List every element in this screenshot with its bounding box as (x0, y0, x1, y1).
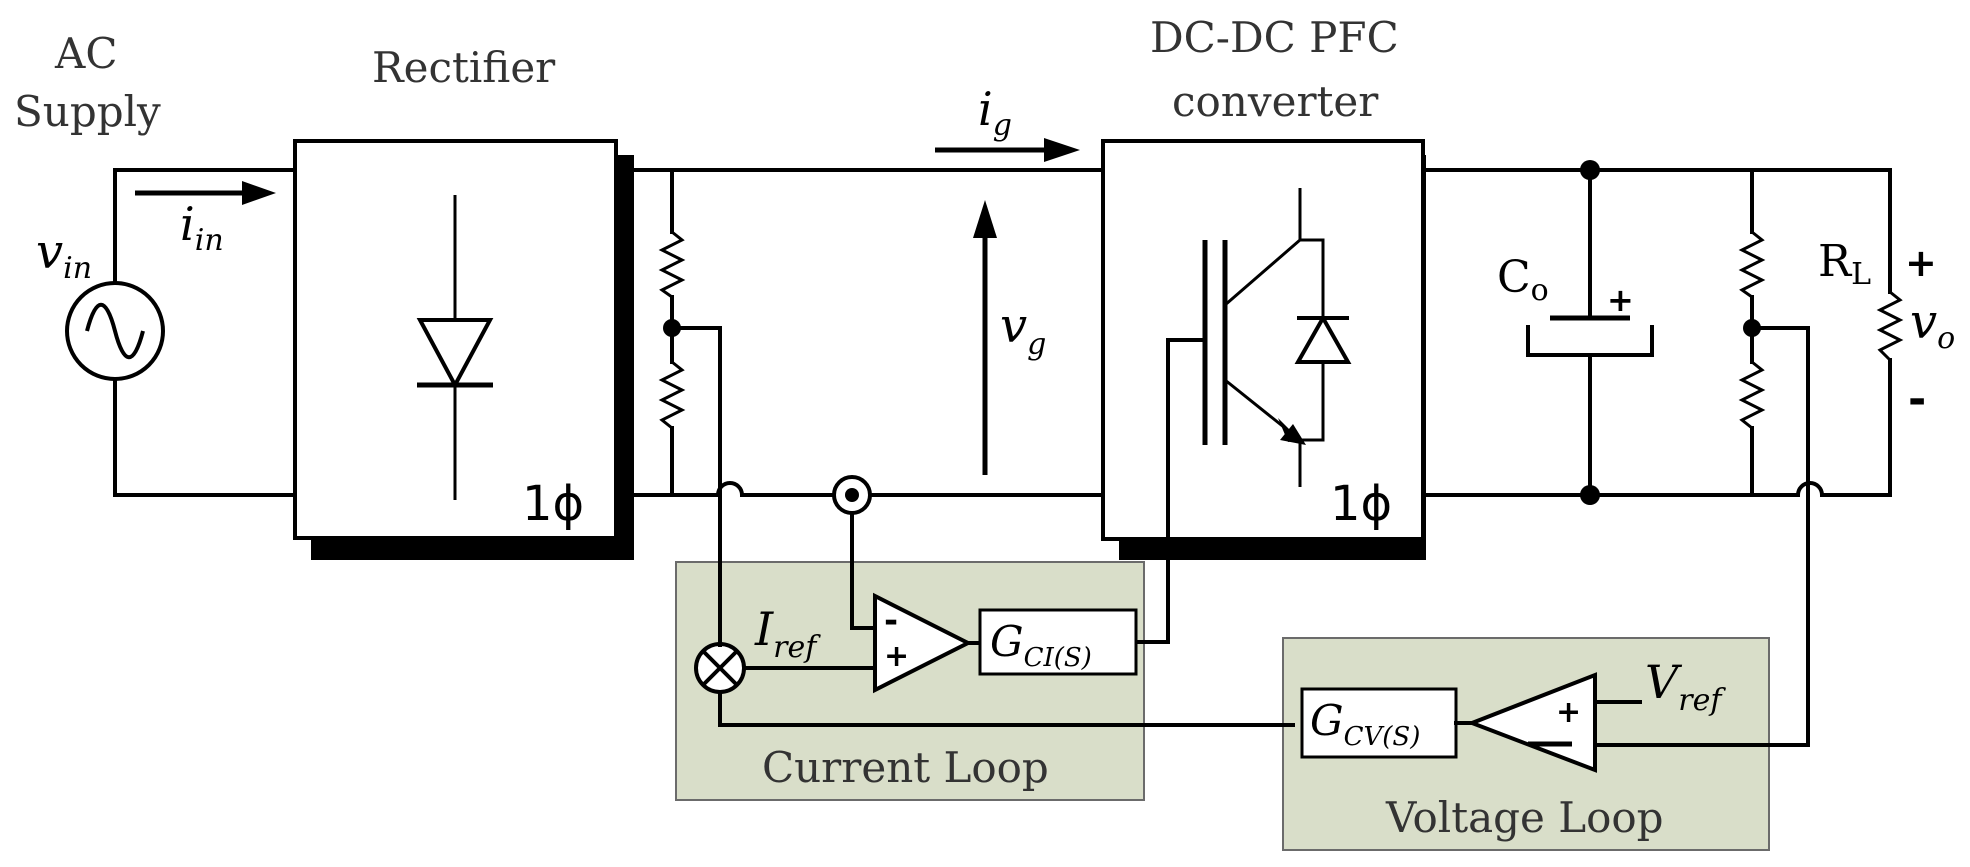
pfc-title-1: DC-DC PFC (1150, 13, 1399, 62)
gci-label: GCI(S) (990, 617, 1092, 673)
gci-block (978, 608, 1138, 676)
i-in-arrow (135, 181, 276, 205)
pfc-title-2: converter (1172, 77, 1379, 126)
output-voltage-divider (1738, 168, 1766, 497)
load-resistor (1876, 168, 1904, 497)
v-g-arrow (973, 200, 997, 475)
current-amp-plus: + (884, 639, 909, 674)
ac-supply-title-2: Supply (14, 87, 161, 136)
output-capacitor (1526, 160, 1654, 505)
rectifier-title: Rectifier (372, 43, 556, 92)
gcv-label: GCV(S) (1310, 696, 1420, 752)
v-g-label: vg (1000, 298, 1046, 362)
v-o-label: vo (1910, 294, 1955, 356)
r-l-label: RL (1818, 236, 1871, 292)
i-g-label: ig (978, 82, 1012, 143)
i-in-label: iin (180, 197, 224, 258)
output-minus: - (1908, 374, 1926, 425)
current-sensor (832, 475, 877, 630)
c-o-label: Co (1497, 252, 1549, 308)
capacitor-plus: + (1607, 281, 1634, 319)
multiplier (694, 642, 746, 694)
current-loop-label: Current Loop (762, 743, 1049, 792)
voltage-loop-label: Voltage Loop (1385, 793, 1664, 842)
current-error-amplifier (873, 592, 973, 694)
ac-source (65, 168, 165, 497)
rectifier-block (293, 139, 634, 560)
input-voltage-divider (658, 168, 686, 497)
pfc-phase-label: 1ϕ (1330, 476, 1392, 532)
i-g-arrow (935, 138, 1080, 162)
v-ref-label: Vref (1645, 655, 1726, 718)
pfc-converter-block (1101, 139, 1426, 560)
v-in-label: vin (36, 224, 92, 286)
output-plus: + (1905, 241, 1937, 285)
rectifier-phase-label: 1ϕ (522, 476, 584, 532)
voltage-amp-plus: + (1556, 695, 1581, 730)
gcv-block (1300, 687, 1458, 759)
current-amp-minus: - (884, 601, 898, 641)
ac-supply-title-1: AC (54, 29, 117, 78)
i-ref-label: Iref (754, 602, 821, 665)
current-loop-box (675, 561, 1145, 801)
